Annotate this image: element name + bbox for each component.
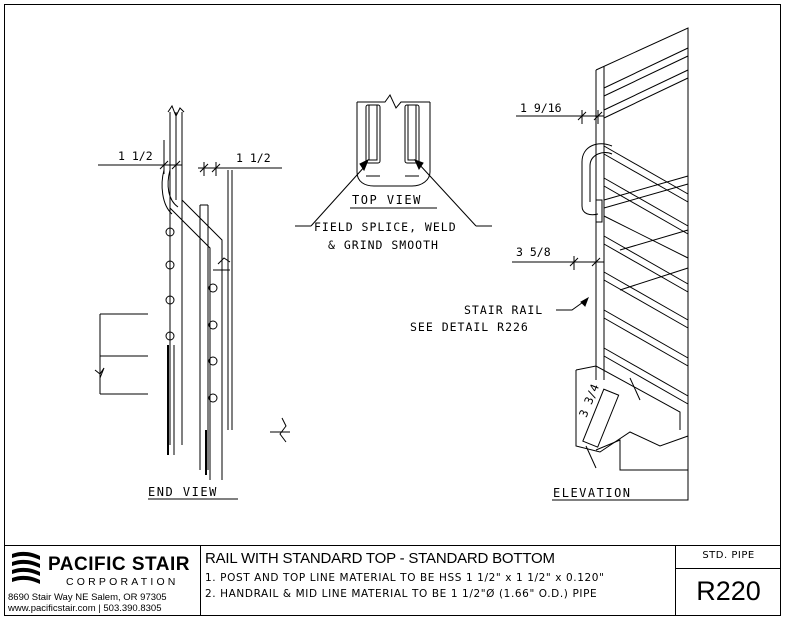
- splice-callout-line2: & GRIND SMOOTH: [328, 238, 439, 252]
- company-corporation: CORPORATION: [66, 576, 179, 588]
- title-block-company: PACIFIC STAIR CORPORATION 8690 Stair Way…: [4, 548, 198, 618]
- dim-end-right: 1 1/2: [236, 151, 271, 165]
- detail-number: R220: [696, 576, 761, 606]
- dim-end-left: 1 1/2: [118, 149, 153, 163]
- dim-elev-mid: 3 5/8: [516, 245, 551, 259]
- splice-callout-line1: FIELD SPLICE, WELD: [314, 220, 457, 234]
- sheet-border: [4, 4, 781, 616]
- title-block-detail: STD. PIPE R220: [676, 548, 781, 618]
- note-1: 1. POST AND TOP LINE MATERIAL TO BE HSS …: [205, 572, 605, 584]
- elevation-drawing: [512, 27, 689, 501]
- top-view-label: TOP VIEW: [352, 193, 422, 207]
- top-view-drawing: [295, 94, 492, 227]
- company-address: 8690 Stair Way NE Salem, OR 97305: [8, 592, 167, 603]
- end-view-label: END VIEW: [148, 485, 218, 499]
- note-2: 2. HANDRAIL & MID LINE MATERIAL TO BE 1 …: [205, 588, 598, 600]
- title-block-notes: RAIL WITH STANDARD TOP - STANDARD BOTTOM…: [205, 548, 675, 618]
- dim-elev-top: 1 9/16: [520, 101, 562, 115]
- spec-label: STD. PIPE: [702, 550, 755, 561]
- company-logo-icon: [12, 551, 40, 584]
- stair-rail-callout-line1: STAIR RAIL: [464, 303, 544, 317]
- drawing-title: RAIL WITH STANDARD TOP - STANDARD BOTTOM: [205, 550, 555, 567]
- elevation-label: ELEVATION: [553, 486, 632, 500]
- stair-rail-callout-line2: SEE DETAIL R226: [410, 320, 529, 334]
- company-contact: www.pacificstair.com | 503.390.8305: [8, 603, 162, 614]
- end-view-drawing: [94, 104, 290, 500]
- company-name: PACIFIC STAIR: [48, 554, 190, 575]
